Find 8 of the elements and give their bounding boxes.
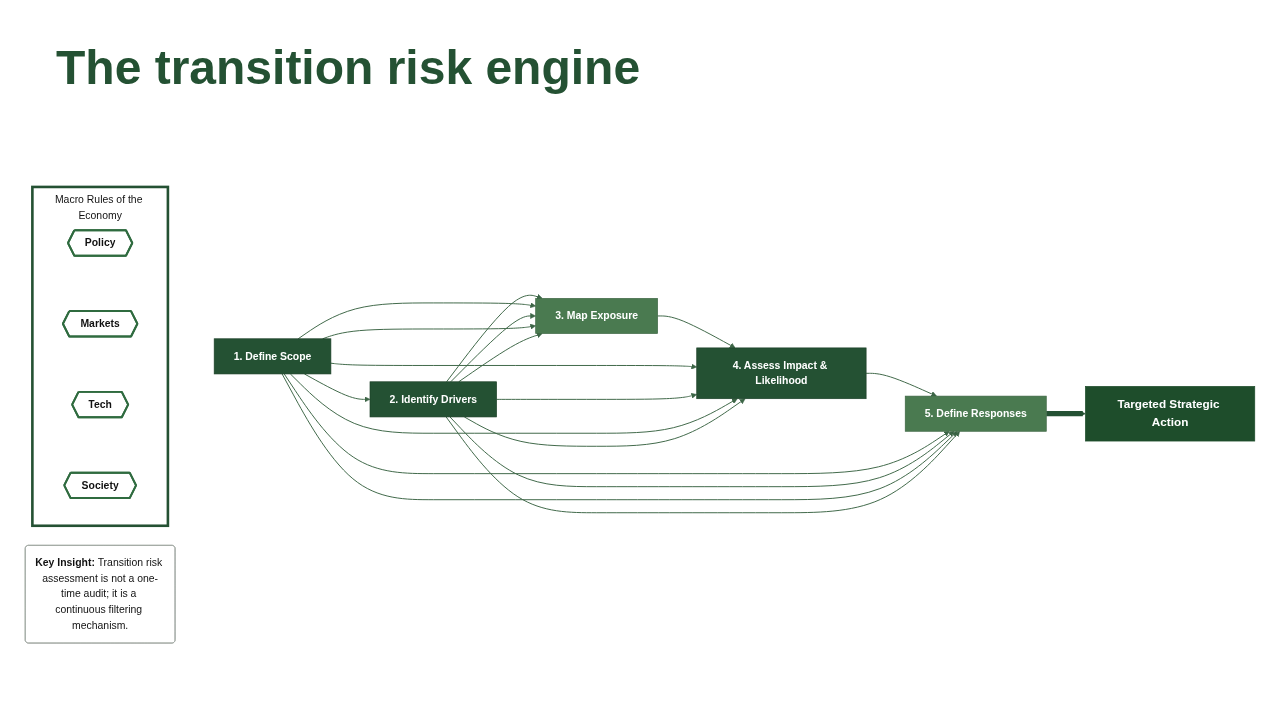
- node-box: 1. Define Scope: [213, 338, 332, 375]
- node-box: 4. Assess Impact & Likelihood: [696, 347, 867, 400]
- node-box: Targeted Strategic Action: [1085, 386, 1256, 442]
- title: The transition risk engine: [56, 40, 641, 95]
- node-box: 3. Map Exposure: [535, 298, 658, 334]
- node-box: 2. Identify Drivers: [369, 381, 497, 418]
- arrow: [1046, 410, 1086, 417]
- node-box: 5. Define Responses: [904, 395, 1047, 432]
